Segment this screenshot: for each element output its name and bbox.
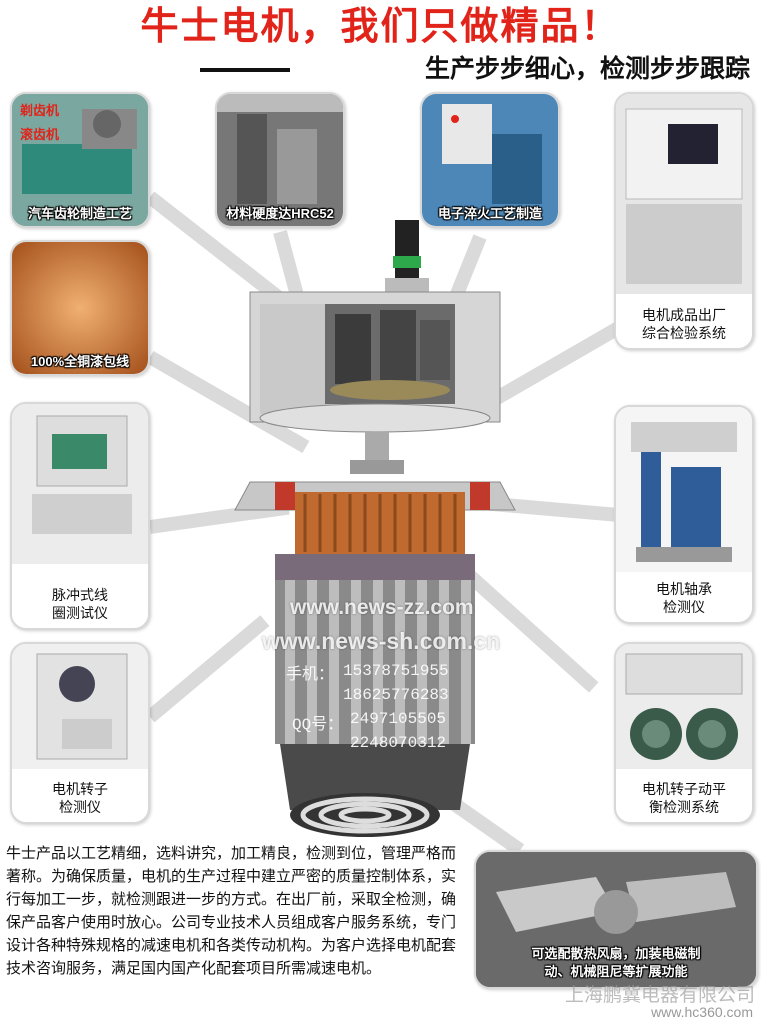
phone-label: 手机： (286, 666, 335, 684)
copper-wire-card: 100%全铜漆包线 (10, 240, 150, 376)
phone-number-1: 15378751955 (343, 662, 449, 680)
dash-divider (200, 68, 290, 72)
balance-tester-photo (616, 644, 752, 769)
qq-number-2: 2248070312 (350, 734, 447, 752)
copper-wire-caption: 100%全铜漆包线 (30, 354, 130, 369)
bearing-tester-photo (616, 407, 752, 572)
gear-closeup-photo (217, 94, 343, 226)
gear-process-caption: 汽车齿轮制造工艺 (27, 206, 132, 221)
phone-number-2: 18625776283 (343, 686, 449, 704)
watermark-site-2: www.news-sh.com.cn (262, 628, 501, 654)
bearing-test-caption: 电机轴承 检测仪 (656, 581, 712, 615)
rotor-test-card: 电机转子 检测仪 (10, 642, 150, 824)
gear-motor-illustration (234, 220, 516, 837)
fan-option-caption: 可选配散热风扇，加装电磁制 动、机械阻尼等扩展功能 (531, 946, 701, 979)
quench-card: 电子淬火工艺制造 (420, 92, 560, 228)
rotor-tester-photo (12, 644, 148, 769)
balance-test-caption: 电机转子动平 衡检测系统 (642, 781, 726, 815)
gear-process-card: 剃齿机 滚齿机 汽车齿轮制造工艺 (10, 92, 150, 228)
shaving-label: 剃齿机 (20, 103, 60, 118)
qq-number-1: 2497105505 (350, 710, 447, 728)
pulse-test-caption: 脉冲式线 圈测试仪 (52, 587, 108, 621)
bearing-test-card: 电机轴承 检测仪 (614, 405, 754, 624)
fan-option-card: 可选配散热风扇，加装电磁制 动、机械阻尼等扩展功能 (474, 850, 758, 989)
hardness-card: 材料硬度达HRC52 (215, 92, 345, 228)
quench-caption: 电子淬火工艺制造 (437, 206, 542, 221)
rotor-test-caption: 电机转子 检测仪 (52, 781, 108, 815)
page-title: 牛士电机，我们只做精品！ (140, 4, 621, 48)
quench-machine-photo (422, 94, 558, 226)
hobbing-label: 滚齿机 (20, 127, 60, 142)
page-subtitle: 生产步步细心，检测步步跟踪 (424, 54, 750, 83)
company-watermark: 上海鹏冀电器有限公司 (564, 984, 755, 1006)
company-description: 牛士产品以工艺精细，选料讲究，加工精良，检测到位，管理严格而著称。为确保质量，电… (6, 844, 457, 977)
factory-test-photo (616, 94, 752, 294)
factory-test-caption: 电机成品出厂 综合检验系统 (642, 307, 726, 341)
source-site: www.hc360.com (651, 1004, 753, 1020)
pulse-test-card: 脉冲式线 圈测试仪 (10, 402, 150, 630)
pulse-tester-photo (12, 404, 148, 564)
hardness-caption: 材料硬度达HRC52 (226, 206, 334, 221)
factory-test-card: 电机成品出厂 综合检验系统 (614, 92, 754, 350)
copper-wire-photo (12, 242, 148, 374)
balance-test-card: 电机转子动平 衡检测系统 (614, 642, 754, 824)
qq-label: QQ号： (292, 716, 344, 734)
gear-machine-photo (12, 94, 148, 226)
watermark-site-1: www.news-zz.com (290, 596, 474, 619)
cooling-fan-photo (476, 852, 756, 987)
